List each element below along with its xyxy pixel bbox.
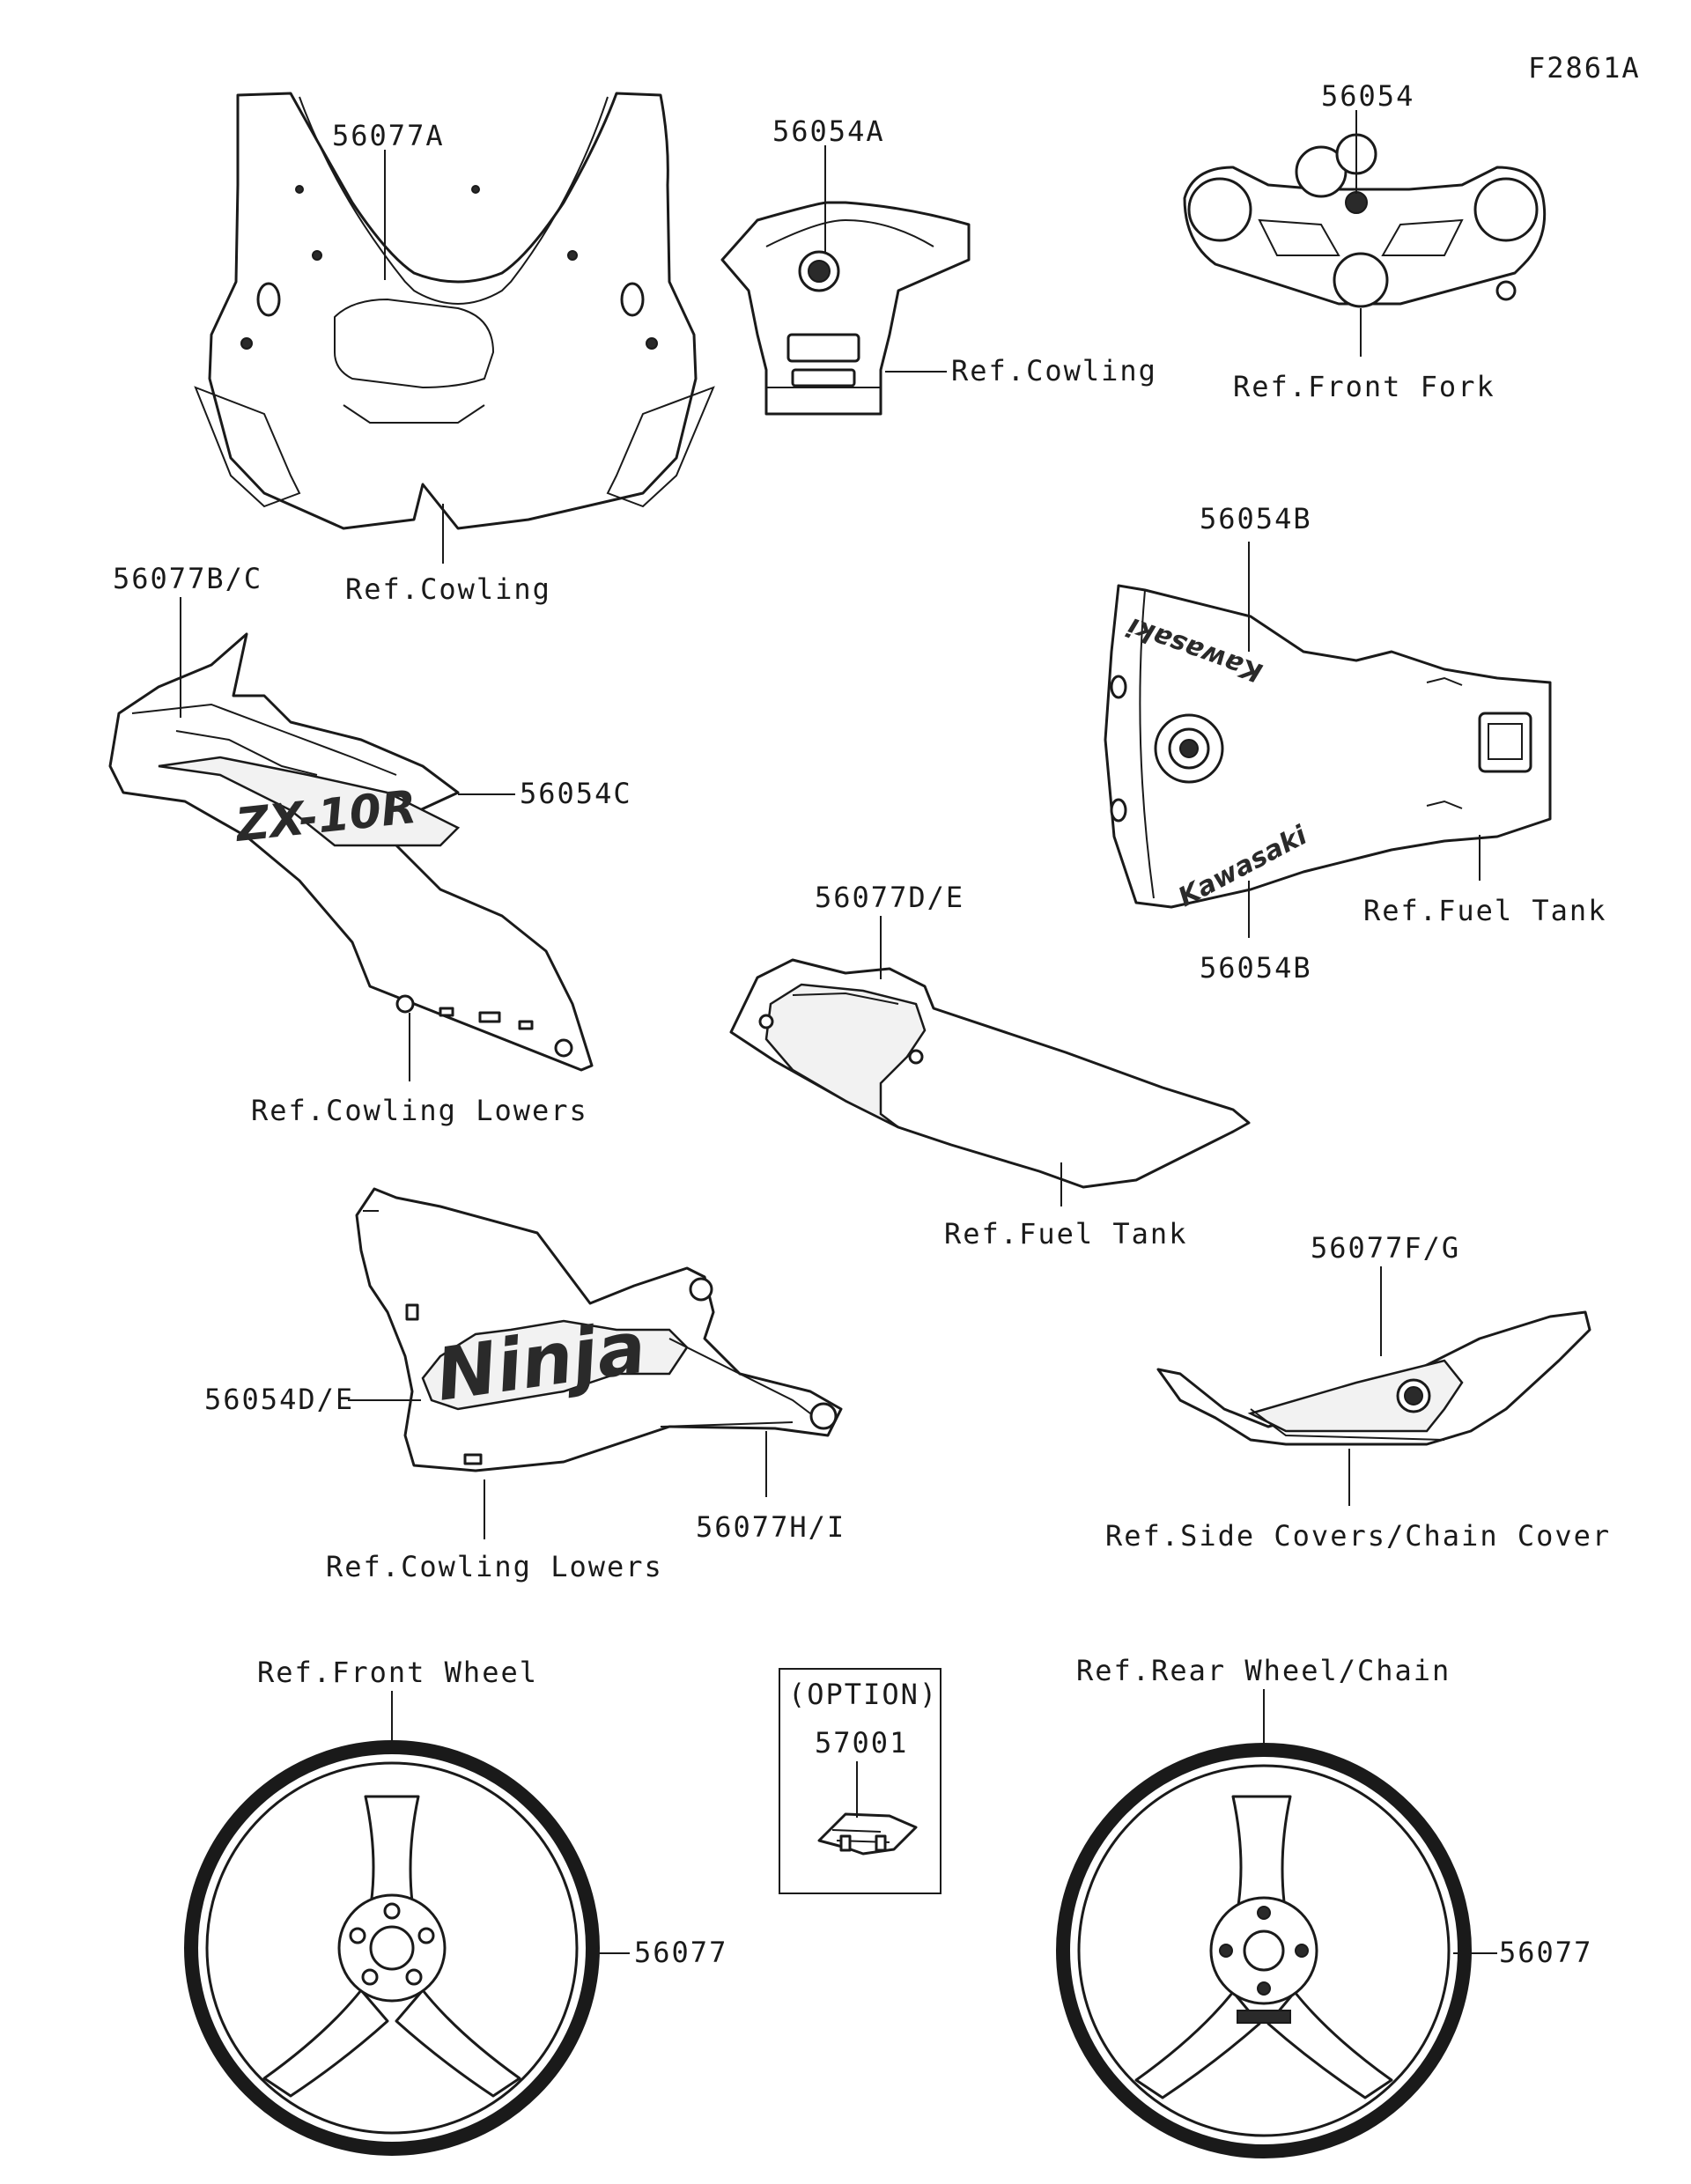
label-56077A: 56077A — [332, 119, 445, 152]
label-56077DE: 56077D/E — [815, 881, 964, 914]
label-ref-fuel-tank-2: Ref.Fuel Tank — [944, 1217, 1187, 1251]
seat-cowl — [1156, 1310, 1591, 1446]
lower-cowling: Ninja — [355, 1187, 843, 1472]
label-ref-fuel-tank-1: Ref.Fuel Tank — [1363, 894, 1606, 927]
label-56054A: 56054A — [772, 114, 885, 148]
meter-panel — [720, 201, 971, 416]
label-56077HI: 56077H/I — [696, 1510, 846, 1544]
label-56077-rear: 56077 — [1499, 1936, 1592, 1969]
label-ref-cowling-2: Ref.Cowling — [951, 354, 1157, 387]
label-56054DE: 56054D/E — [204, 1383, 354, 1416]
label-56077-front: 56077 — [634, 1936, 727, 1969]
figure-code: F2861A — [1528, 51, 1641, 85]
label-ref-side-covers: Ref.Side Covers/Chain Cover — [1105, 1519, 1611, 1553]
tank-side-cover — [729, 958, 1251, 1189]
fuel-tank: Kawasaki Kawasaki — [1104, 584, 1552, 913]
label-56054: 56054 — [1321, 79, 1414, 113]
label-56077BC: 56077B/C — [113, 562, 262, 595]
label-56054B-bottom: 56054B — [1200, 951, 1312, 985]
label-56054B-top: 56054B — [1200, 502, 1312, 535]
rear-wheel — [1056, 1743, 1472, 2158]
steering-stem-head — [1183, 133, 1547, 308]
label-ref-cowling-1: Ref.Cowling — [345, 572, 551, 606]
label-56054C: 56054C — [520, 777, 632, 810]
front-wheel — [184, 1740, 600, 2156]
middle-cowling: ZX-10R — [108, 632, 594, 1072]
label-ref-cowling-lowers-2: Ref.Cowling Lowers — [326, 1550, 663, 1583]
label-57001: 57001 — [815, 1726, 908, 1760]
label-ref-front-fork: Ref.Front Fork — [1233, 370, 1495, 403]
option-box — [779, 1668, 941, 1894]
label-ref-cowling-lowers-1: Ref.Cowling Lowers — [251, 1094, 588, 1127]
label-ref-rear-wheel: Ref.Rear Wheel/Chain — [1076, 1654, 1451, 1687]
upper-cowling — [194, 92, 715, 530]
label-56077FG: 56077F/G — [1311, 1231, 1460, 1265]
label-option: (OPTION) — [788, 1678, 938, 1711]
label-ref-front-wheel: Ref.Front Wheel — [257, 1656, 538, 1689]
